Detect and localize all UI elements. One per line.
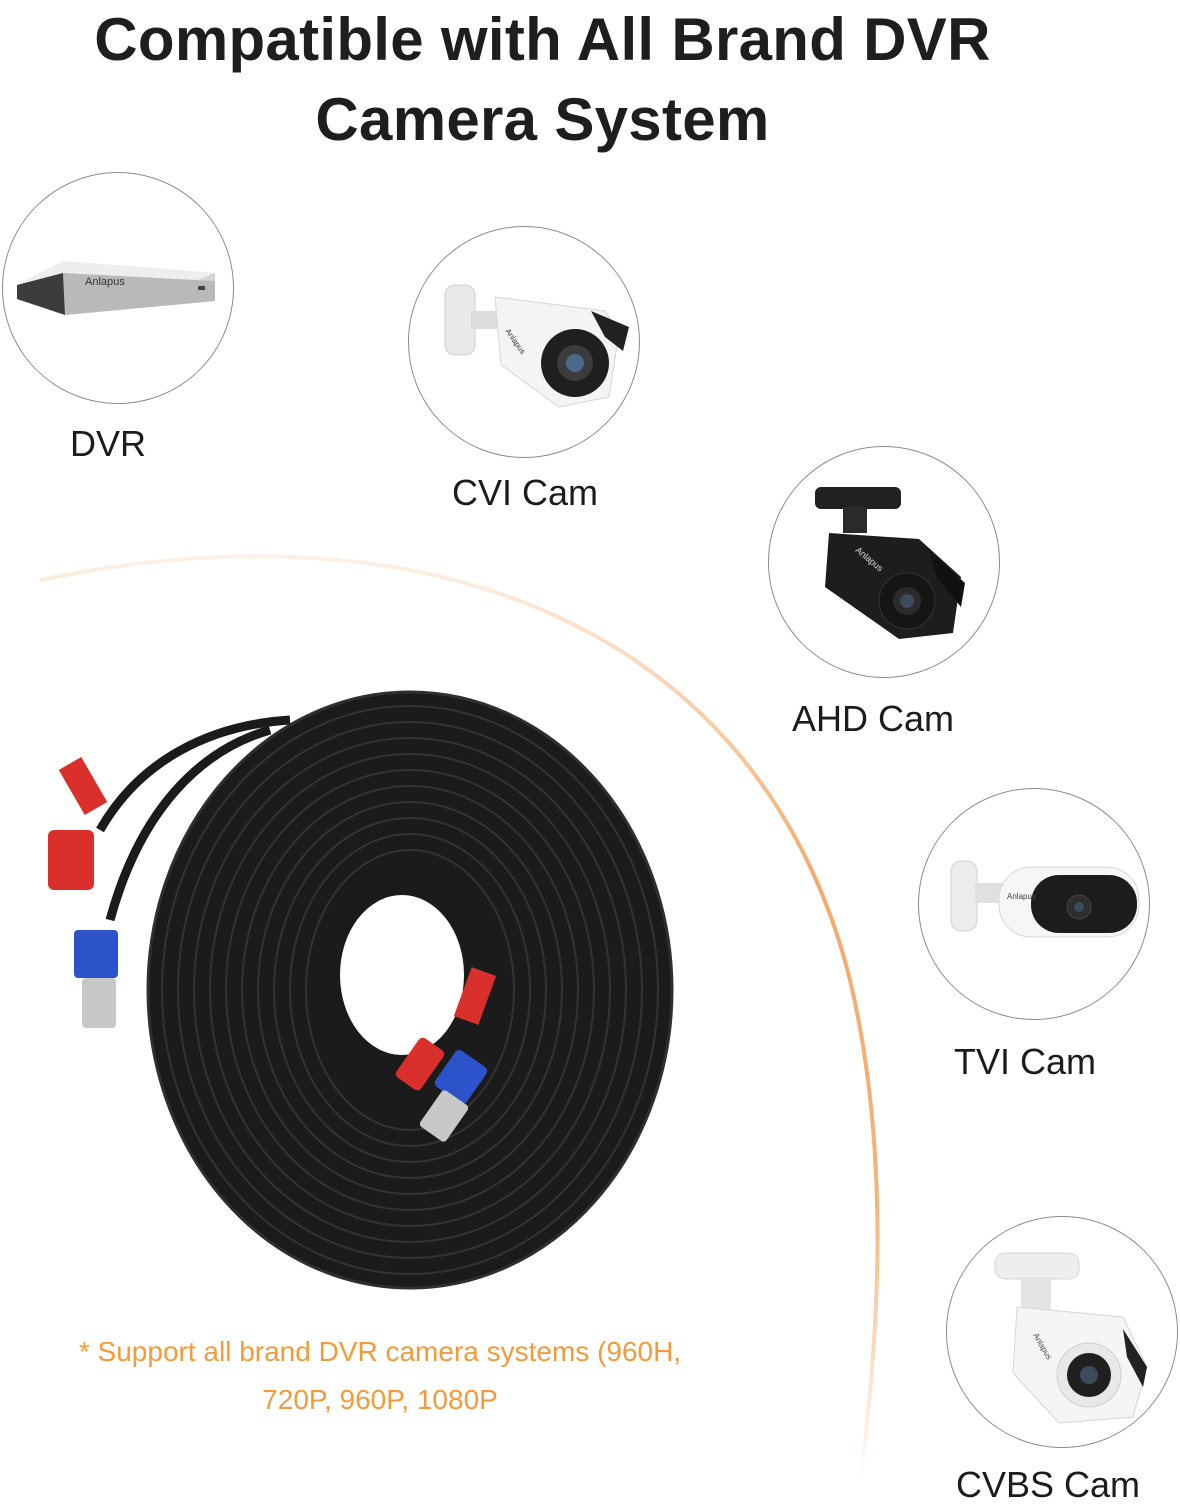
cable-coil [146, 690, 674, 1290]
white-bullet-camera-icon: Anlapus [994, 1252, 1148, 1424]
cvbs-cam-circle: Anlapus [946, 1216, 1178, 1448]
coiled-bnc-cable-image [48, 690, 674, 1290]
title-line-1: Compatible with All Brand DVR [94, 6, 991, 73]
black-bullet-camera-icon: Anlapus [815, 487, 965, 639]
dvr-circle: Anlapus [2, 172, 234, 404]
caption-ahd-cam: AHD Cam [792, 698, 955, 739]
ahd-cam-circle: Anlapus [768, 446, 1000, 678]
note-line-1: * Support all brand DVR camera systems (… [78, 1336, 682, 1367]
dvr-icon: Anlapus [17, 261, 215, 315]
caption-tvi-cam: TVI Cam [954, 1041, 1097, 1082]
white-camera-icon: Anlapus [950, 860, 1140, 938]
white-bullet-camera-icon: Anlapus [444, 284, 629, 408]
cvi-cam-circle: Anlapus [408, 226, 640, 458]
support-note: * Support all brand DVR camera systems (… [40, 1328, 720, 1424]
title-line-2: Camera System [315, 86, 770, 153]
note-line-2: 720P, 960P, 1080P [262, 1384, 498, 1415]
page-title: Compatible with All Brand DVR Camera Sys… [0, 0, 1085, 160]
tvi-cam-circle: Anlapus [918, 788, 1150, 1020]
dvr-brand: Anlapus [85, 276, 125, 288]
caption-dvr: DVR [70, 423, 147, 464]
tvi-brand: Anlapus [1007, 892, 1036, 901]
cable-ends [48, 715, 497, 1142]
caption-cvi-cam: CVI Cam [452, 472, 599, 513]
caption-cvbs-cam: CVBS Cam [956, 1464, 1141, 1505]
